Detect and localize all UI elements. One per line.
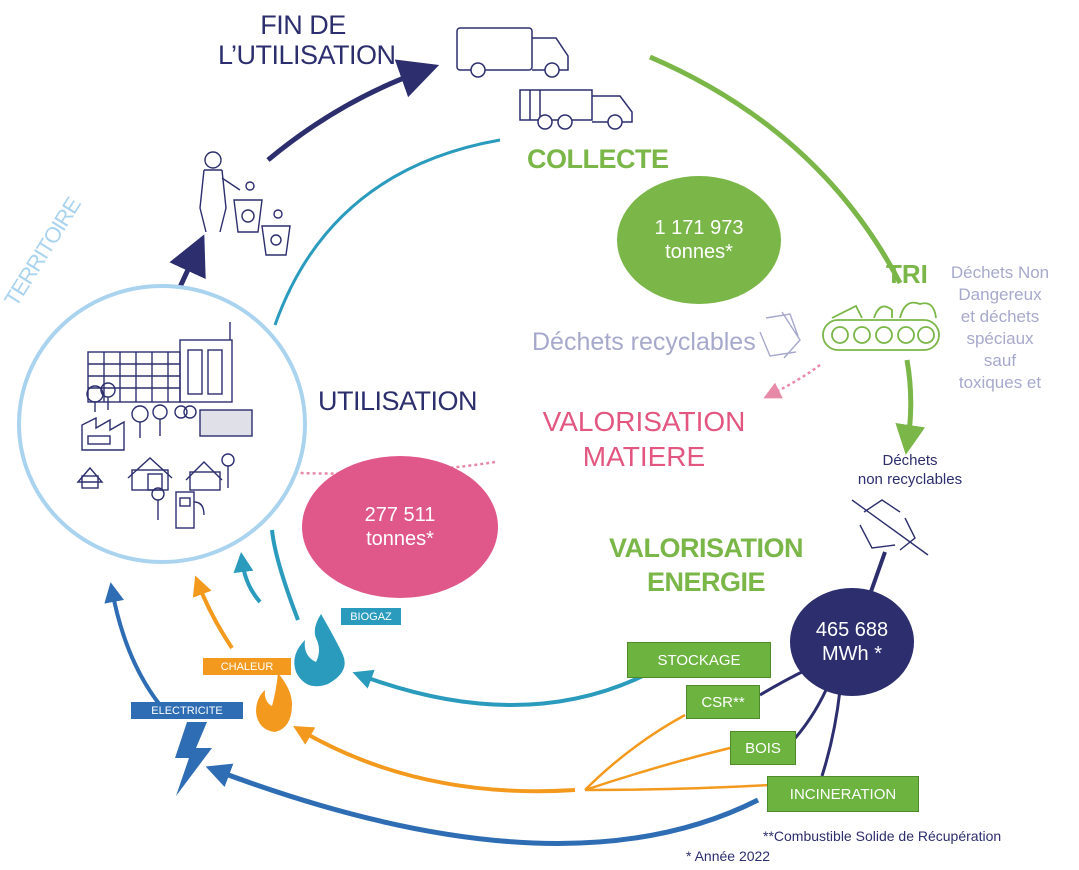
arrow-chaleur-territoire <box>192 575 234 650</box>
gas-flame-icon <box>294 614 345 687</box>
utilisation-label: UTILISATION <box>318 386 478 416</box>
arrow-tri-valorisation-matiere <box>763 363 821 399</box>
dechets-non-dangereux-label: Déchets Non Dangereux et déchets spéciau… <box>950 263 1050 393</box>
arrow-stockage-biogaz <box>352 669 646 707</box>
arrow-electricite <box>205 763 760 846</box>
year-footnote: * Année 2022 <box>686 848 771 864</box>
no-recycle-icon <box>851 499 929 556</box>
truck-icon <box>456 27 569 78</box>
valorisation-matiere-label: VALORISATION MATIERE <box>542 406 746 472</box>
csr-box: CSR** <box>686 685 760 719</box>
energie-figure: 465 688 MWh * <box>790 588 914 696</box>
arrow-biogaz-territoire-1 <box>233 552 262 604</box>
arrow-biogaz-territoire-2 <box>270 529 300 621</box>
dechets-non-recyclables-label: Déchets non recyclables <box>857 452 963 488</box>
arrow-utilisation-collecte <box>273 138 501 326</box>
valorisation-energie-label: VALORISATION ENERGIE <box>609 533 804 597</box>
valorisation-matiere-figure: 277 511 tonnes* <box>302 456 498 598</box>
fin-utilisation-label: FIN DE L’UTILISATION <box>218 10 396 71</box>
territoire-circle <box>17 284 307 564</box>
arrow-collecte-tri <box>649 54 903 285</box>
lightning-icon <box>175 722 212 796</box>
collecte-label: COLLECTE <box>527 144 669 174</box>
dechets-recyclables-label: Déchets recyclables <box>532 328 756 356</box>
arrow-chaleur <box>293 725 576 794</box>
arrow-territoire-to-poubelle <box>169 234 206 289</box>
city-icon <box>76 322 253 529</box>
person-recycling-icon <box>199 151 291 256</box>
incineration-box: INCINERATION <box>767 776 919 812</box>
csr-footnote: **Combustible Solide de Récupération <box>763 828 1002 844</box>
conveyor-belt-icon <box>822 301 940 351</box>
arrow-fin-utilisation <box>266 59 440 162</box>
arrow-electricite-territoire <box>104 582 162 707</box>
biogaz-tag: BIOGAZ <box>341 608 401 625</box>
chaleur-tag: CHALEUR <box>203 658 291 675</box>
bois-box: BOIS <box>730 731 796 765</box>
recycle-icon <box>759 311 801 359</box>
tri-label: TRI <box>886 259 928 289</box>
collecte-figure: 1 171 973 tonnes* <box>617 176 781 304</box>
stockage-box: STOCKAGE <box>627 642 771 678</box>
electricite-tag: ELECTRICITE <box>131 702 243 719</box>
fire-icon <box>256 673 292 732</box>
garbage-truck-icon <box>519 89 633 130</box>
arrow-tri-non-recyclables <box>895 359 926 455</box>
